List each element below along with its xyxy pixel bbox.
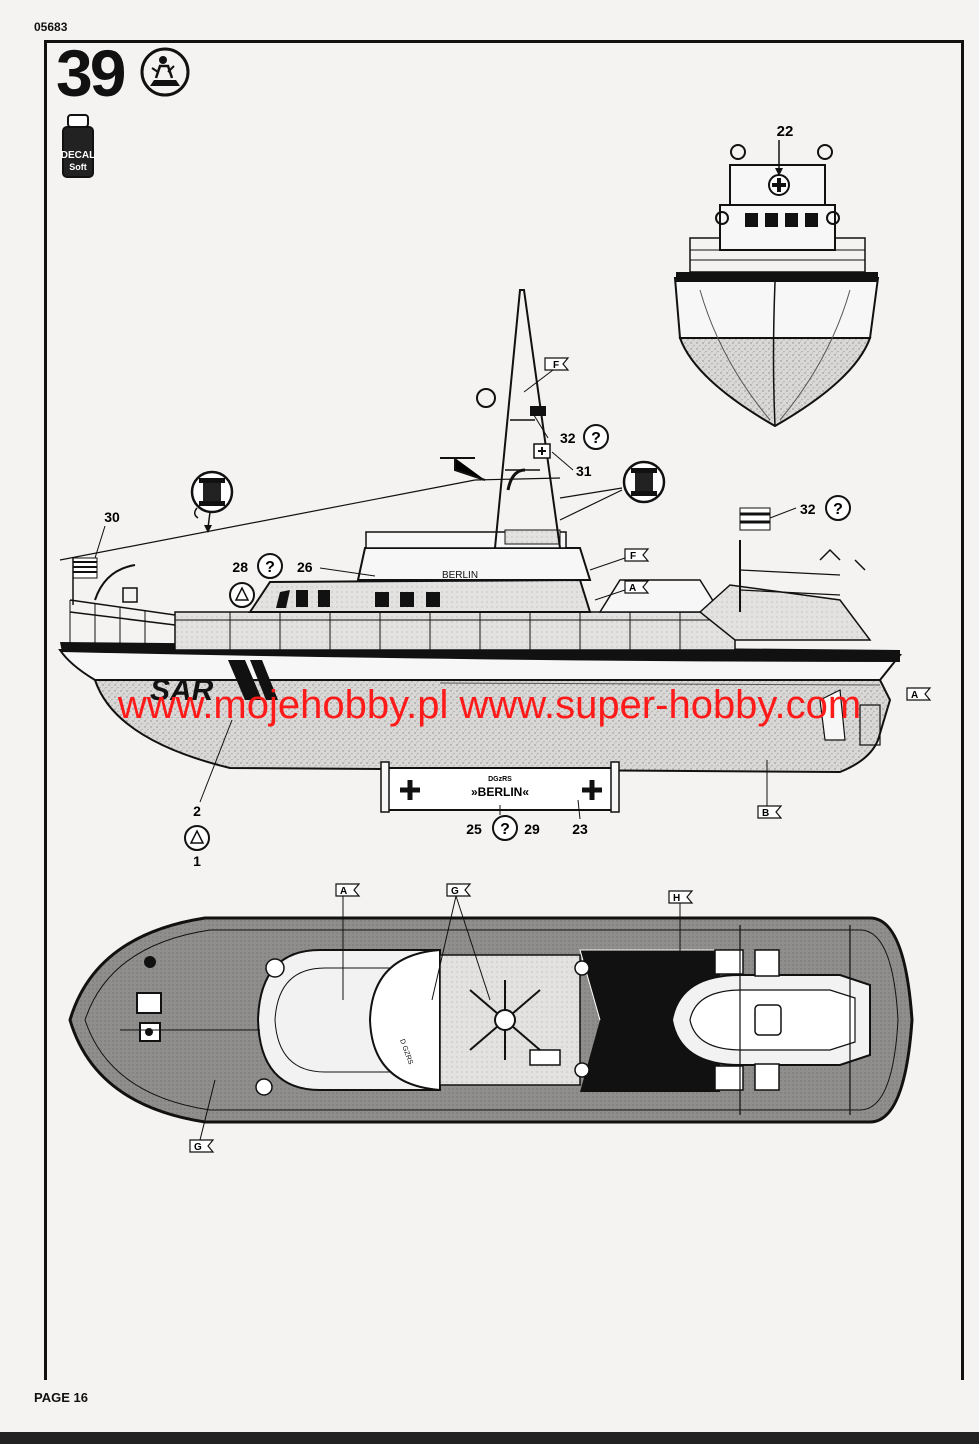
callout-32-flag: 32 xyxy=(800,501,816,517)
page-frame xyxy=(44,40,964,1380)
bow-flag xyxy=(72,557,98,605)
color-code-b-hull: B xyxy=(757,760,783,819)
question-icon-3 xyxy=(825,495,851,521)
cabin-berlin-text: BERLIN xyxy=(442,570,478,581)
callout-30: 30 xyxy=(104,509,120,525)
svg-text:H: H xyxy=(673,893,680,904)
callout-29: 29 xyxy=(524,821,540,837)
stand-org-text: DGzRS xyxy=(488,776,512,783)
color-code-a-stern: A xyxy=(906,687,932,701)
thread-spool-icon xyxy=(190,470,234,533)
watermark: www.mojehobby.pl www.super-hobby.com xyxy=(117,683,862,727)
decal-label: DECAL xyxy=(61,150,95,161)
callout-2: 2 xyxy=(193,803,201,819)
page-code: 05683 xyxy=(34,20,68,34)
color-code-f-cabin: F xyxy=(589,548,650,571)
page-number: PAGE 16 xyxy=(34,1390,88,1405)
decal-soft-bottle-icon: DECAL Soft xyxy=(61,114,95,178)
color-code-a-cabin: A xyxy=(594,580,650,601)
top-view-ship: D GZRS xyxy=(68,916,914,1124)
svg-text:A: A xyxy=(629,583,636,594)
display-stand: DGzRS »BERLIN« xyxy=(380,761,620,813)
page-bottom-edge xyxy=(0,1432,979,1444)
front-view-ship xyxy=(673,140,880,428)
callout-23: 23 xyxy=(572,821,588,837)
svg-text:?: ? xyxy=(500,821,510,838)
stand-name-text: »BERLIN« xyxy=(471,785,529,799)
question-icon-2 xyxy=(583,424,609,450)
callout-26: 26 xyxy=(297,559,313,575)
question-icon xyxy=(257,553,283,579)
callout-28: 28 xyxy=(232,559,248,575)
callout-1: 1 xyxy=(193,853,201,869)
svg-text:A: A xyxy=(911,690,918,701)
soft-label: Soft xyxy=(69,162,87,172)
svg-text:A: A xyxy=(340,886,347,897)
svg-text:G: G xyxy=(194,1142,202,1153)
svg-text:?: ? xyxy=(591,430,601,447)
callout-31: 31 xyxy=(576,463,592,479)
color-code-g-bottom: G xyxy=(189,1079,216,1153)
question-mark: ? xyxy=(265,559,275,576)
svg-text:F: F xyxy=(553,360,559,371)
svg-text:B: B xyxy=(762,808,769,819)
thread-spool-icon-2 xyxy=(559,460,666,521)
painting-figure-icon xyxy=(140,47,190,97)
color-code-a-top: A xyxy=(335,883,361,1000)
svg-text:G: G xyxy=(451,886,459,897)
svg-text:F: F xyxy=(630,551,636,562)
hull-sar-text: SAR xyxy=(150,674,214,707)
step-number: 39 xyxy=(56,36,126,110)
part-symbol-icon xyxy=(184,582,255,851)
color-code-h-top: H xyxy=(668,890,694,958)
color-code-f-mast: F xyxy=(523,357,570,393)
question-icon-4 xyxy=(492,815,518,841)
color-code-g-top: G xyxy=(431,883,491,1001)
svg-text:?: ? xyxy=(833,501,843,518)
side-view-ship: SAR BERLIN xyxy=(58,289,903,774)
callout-25: 25 xyxy=(466,821,482,837)
callout-32-mast: 32 xyxy=(560,430,576,446)
callout-22: 22 xyxy=(777,123,794,140)
